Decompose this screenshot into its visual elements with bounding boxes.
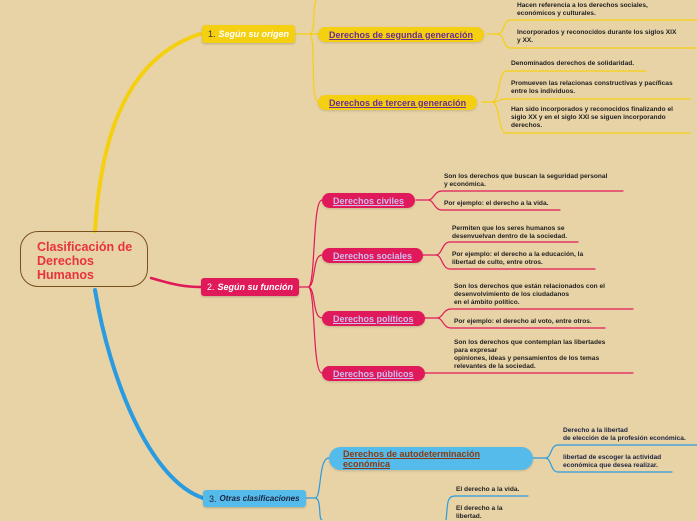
leaf-note[interactable]: Permiten que los seres humanos se desenv… [452,225,568,240]
branch-otras-clasificaciones[interactable]: 3. Otras clasificaciones [203,490,306,507]
subtopic-tercera-generacion[interactable]: Derechos de tercera generación [318,95,478,110]
leaf-note[interactable]: libertad de escoger la actividad económi… [563,454,662,469]
leaf-note[interactable]: Son los derechos que están relacionados … [454,283,605,306]
subtopic-derechos-politicos[interactable]: Derechos políticos [322,311,425,326]
leaf-note[interactable]: Por ejemplo: el derecho a la vida. [444,200,549,207]
branch-number: 2. [207,282,215,292]
branch-segun-su-origen[interactable]: 1. Según su origen [202,25,296,43]
leaf-note[interactable]: Son los derechos que contemplan las libe… [454,339,606,370]
branch-number: 3. [209,493,217,504]
branch-label: Otras clasificaciones [219,494,300,503]
leaf-note[interactable]: Incorporados y reconocidos durante los s… [517,29,677,44]
branch-label: Según su origen [218,29,290,39]
leaf-note[interactable]: Promueven las relacionas constructivas y… [511,80,673,95]
leaf-note[interactable]: Por ejemplo: el derecho a la educación, … [452,251,584,266]
branch-label: Según su función [217,282,294,292]
leaf-note[interactable]: Son los derechos que buscan la seguridad… [444,173,608,188]
leaf-note[interactable]: El derecho a la libertad. [456,505,503,520]
leaf-note[interactable]: Han sido incorporados y reconocidos fina… [511,106,673,129]
subtopic-autodeterminacion-economica[interactable]: Derechos de autodeterminación económica [329,447,533,470]
subtopic-segunda-generacion[interactable]: Derechos de segunda generación [318,27,485,42]
central-topic[interactable]: Clasificación de Derechos Humanos [20,231,148,287]
leaf-note[interactable]: Derecho a la libertad de elección de la … [563,427,686,442]
branch-number: 1. [208,29,216,39]
leaf-note[interactable]: Por ejemplo: el derecho al voto, entre o… [454,318,592,325]
subtopic-derechos-civiles[interactable]: Derechos civiles [322,193,416,208]
leaf-note[interactable]: Denominados derechos de solidaridad. [511,60,635,67]
leaf-note[interactable]: El derecho a la vida. [456,486,520,493]
subtopic-derechos-publicos[interactable]: Derechos públicos [322,366,425,381]
leaf-note[interactable]: Hacen referencia a los derechos sociales… [517,2,648,17]
branch-segun-su-funcion[interactable]: 2. Según su función [201,278,300,296]
subtopic-derechos-sociales[interactable]: Derechos sociales [322,248,424,263]
